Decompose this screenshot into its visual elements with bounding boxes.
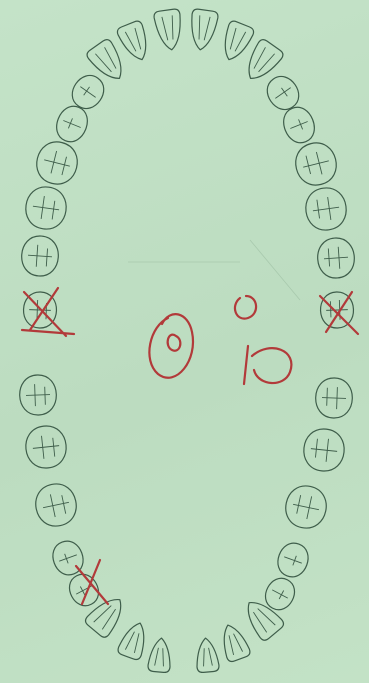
upper-tooth-8 bbox=[261, 71, 305, 116]
lower-tooth-15 bbox=[148, 637, 173, 673]
upper-tooth-16 bbox=[316, 237, 355, 279]
lower-tooth-11 bbox=[83, 591, 130, 640]
upper-tooth-3 bbox=[116, 20, 154, 65]
upper-tooth-14 bbox=[303, 185, 349, 232]
upper-tooth-13 bbox=[23, 184, 69, 231]
handwritten-loop-right bbox=[244, 346, 291, 384]
upper-tooth-11 bbox=[32, 138, 81, 188]
upper-tooth-6 bbox=[239, 38, 285, 87]
lower-tooth-12 bbox=[238, 594, 285, 643]
pencil-guide-line bbox=[250, 240, 300, 300]
lower-tooth-14 bbox=[217, 621, 252, 663]
lower-tooth-6 bbox=[282, 482, 330, 531]
lower-tooth-13 bbox=[117, 619, 152, 661]
lower-tooth-1 bbox=[19, 374, 57, 415]
upper-tooth-1 bbox=[153, 8, 184, 51]
lower-tooth-5 bbox=[32, 480, 80, 529]
lower-tooth-8 bbox=[273, 539, 312, 581]
upper-tooth-12 bbox=[291, 139, 340, 189]
lower-tooth-10 bbox=[260, 573, 299, 614]
upper-tooth-2 bbox=[187, 8, 218, 51]
missing-tooth-x-mark bbox=[76, 560, 108, 604]
handwritten-loop-inner bbox=[168, 335, 181, 351]
upper-tooth-15 bbox=[20, 235, 59, 277]
lower-tooth-16 bbox=[195, 637, 220, 673]
upper-tooth-4 bbox=[217, 20, 255, 65]
lower-tooth-3 bbox=[24, 424, 68, 470]
handwritten-loop-large bbox=[149, 314, 193, 378]
lower-tooth-4 bbox=[302, 427, 346, 473]
handwritten-loop-small bbox=[235, 296, 256, 319]
lower-tooth-2 bbox=[315, 377, 353, 418]
upper-tooth-7 bbox=[66, 70, 110, 115]
